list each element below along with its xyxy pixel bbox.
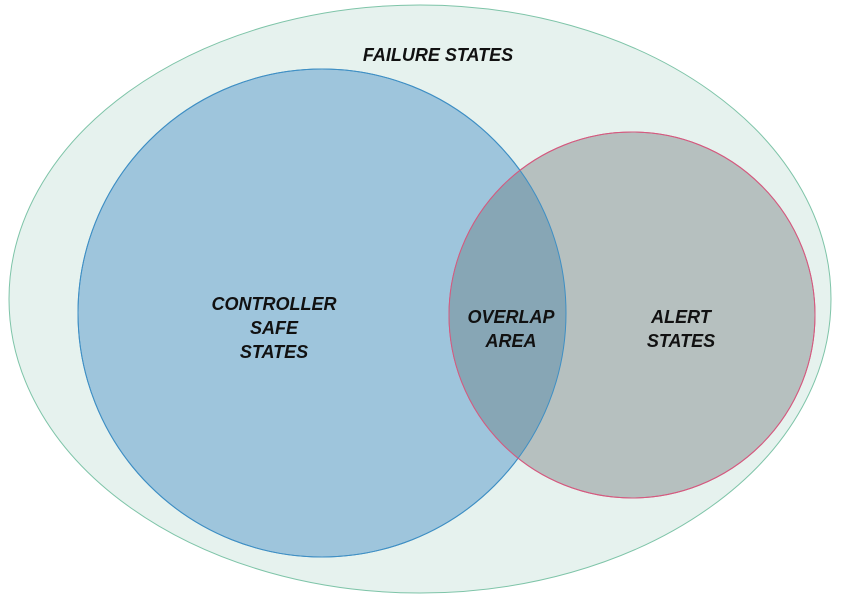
alert-label-line-2: STATES	[646, 331, 716, 351]
overlap-area-label: OVERLAP AREA	[467, 305, 554, 353]
overlap-label-line-2: AREA	[485, 331, 537, 351]
controller-label-line-2: SAFE	[249, 318, 298, 338]
alert-states-outline	[448, 131, 816, 499]
controller-safe-states-outline	[77, 68, 567, 558]
controller-label-line-3: STATES	[239, 342, 309, 362]
overlap-label-line-1: OVERLAP	[467, 307, 555, 327]
failure-states-label: FAILURE STATES	[362, 45, 514, 65]
overlap-area-region	[449, 132, 566, 498]
controller-label-line-1: CONTROLLER	[211, 294, 337, 314]
controller-safe-states-label: CONTROLLER SAFE STATES	[212, 292, 337, 364]
alert-states-label: ALERT STATES	[647, 305, 715, 353]
alert-label-line-1: ALERT	[651, 307, 711, 327]
